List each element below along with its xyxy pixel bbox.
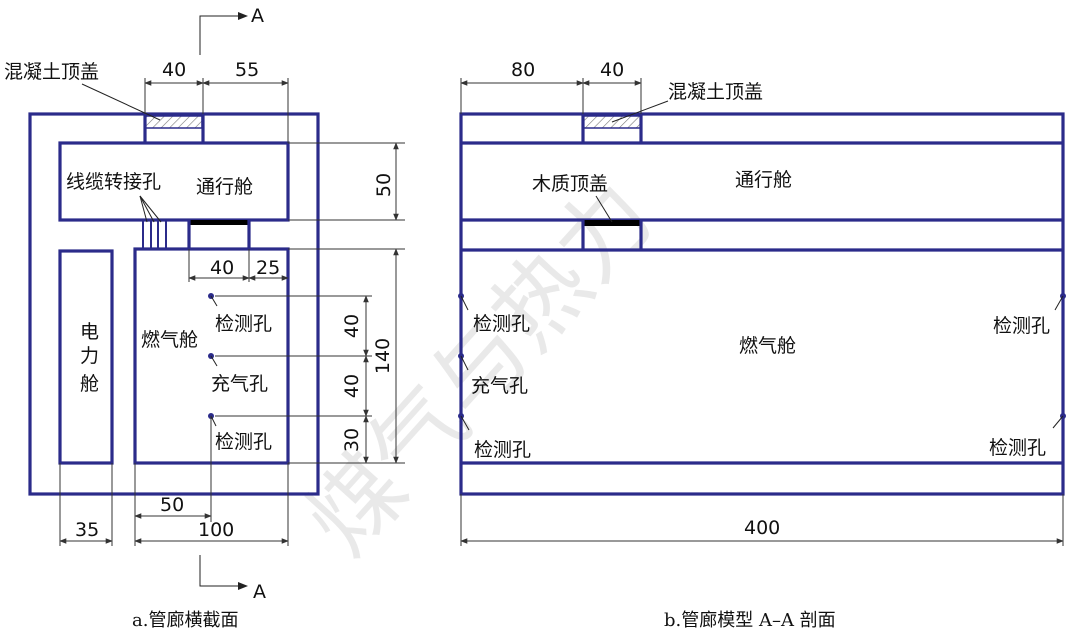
aa-label-concrete: 混凝土顶盖 [668, 81, 763, 103]
section-mark-top: A [251, 5, 264, 27]
aa-detect-left-top: 检测孔 [473, 313, 530, 335]
dim-b-100: 100 [198, 519, 234, 541]
dim-v-40b: 40 [341, 374, 363, 398]
aa-dim-40: 40 [600, 59, 624, 81]
outer-wall [28, 112, 320, 496]
aa-dim-80: 80 [511, 59, 535, 81]
dim-v-30: 30 [341, 428, 363, 452]
dim-right-50-text: 50 [373, 173, 395, 197]
aa-label-passage: 通行舱 [735, 169, 792, 191]
aa-dim-bottom: 400 [460, 494, 1064, 546]
aa-detect-right-bottom: 检测孔 [989, 437, 1046, 459]
cross-section: A A 混凝土顶盖 线缆转接孔 通行舱 电 力 舱 燃气舱 检测孔 充气孔 检测… [4, 5, 405, 631]
cable-hole-box [142, 219, 167, 250]
label-gas-cabin: 燃气舱 [141, 329, 198, 351]
aa-detect-left-bottom: 检测孔 [474, 439, 531, 461]
dim-mid: 40 25 [188, 249, 289, 282]
dim-right-50: 50 [288, 142, 405, 221]
aa-wood-cover [583, 220, 641, 226]
label-detect-2: 检测孔 [215, 431, 272, 453]
label-power-1: 电 [80, 321, 99, 343]
label-power-2: 力 [80, 345, 99, 367]
dim-v-40a: 40 [341, 314, 363, 338]
dim-top-55: 55 [235, 59, 259, 81]
dim-v-140: 140 [372, 338, 394, 374]
section-mark-bottom: A [253, 581, 266, 603]
wood-cover-cross [189, 220, 249, 225]
caption-b: b.管廊模型 A–A 剖面 [664, 610, 836, 631]
label-passage-cabin: 通行舱 [196, 176, 253, 198]
aa-dim-400: 400 [744, 517, 780, 539]
section-line-bottom [199, 555, 238, 587]
label-inflate: 充气孔 [211, 373, 268, 395]
concrete-cover [144, 115, 203, 129]
label-detect-1: 检测孔 [215, 313, 272, 335]
label-power-3: 舱 [80, 373, 99, 395]
dim-top-40: 40 [162, 59, 186, 81]
dim-top: 40 55 [144, 59, 289, 143]
aa-dim-top: 80 40 [460, 59, 642, 114]
aa-outer-wall [459, 112, 1065, 496]
label-concrete-cover: 混凝土顶盖 [4, 61, 99, 83]
dim-mid-40: 40 [210, 257, 234, 279]
caption-a: a.管廊横截面 [132, 610, 238, 631]
aa-detect-right-top: 检测孔 [993, 315, 1050, 337]
aa-label-gas: 燃气舱 [739, 335, 796, 357]
dim-b-50: 50 [160, 494, 184, 516]
aa-label-wood: 木质顶盖 [532, 173, 608, 195]
aa-inflate-left: 充气孔 [471, 375, 528, 397]
power-cabin [58, 249, 114, 465]
dim-b-35: 35 [75, 519, 99, 541]
dim-vertical: 40 40 30 140 [215, 248, 405, 464]
dim-mid-25: 25 [256, 257, 280, 279]
section-line-top [199, 15, 238, 55]
section-aa: 80 40 400 混凝土顶盖 通行舱 木质顶盖 燃气舱 检测孔 充气孔 检测孔… [458, 59, 1066, 631]
label-cable-hole: 线缆转接孔 [66, 171, 161, 193]
dim-bottom: 50 35 100 [59, 416, 289, 546]
passage-cabin [58, 141, 290, 222]
